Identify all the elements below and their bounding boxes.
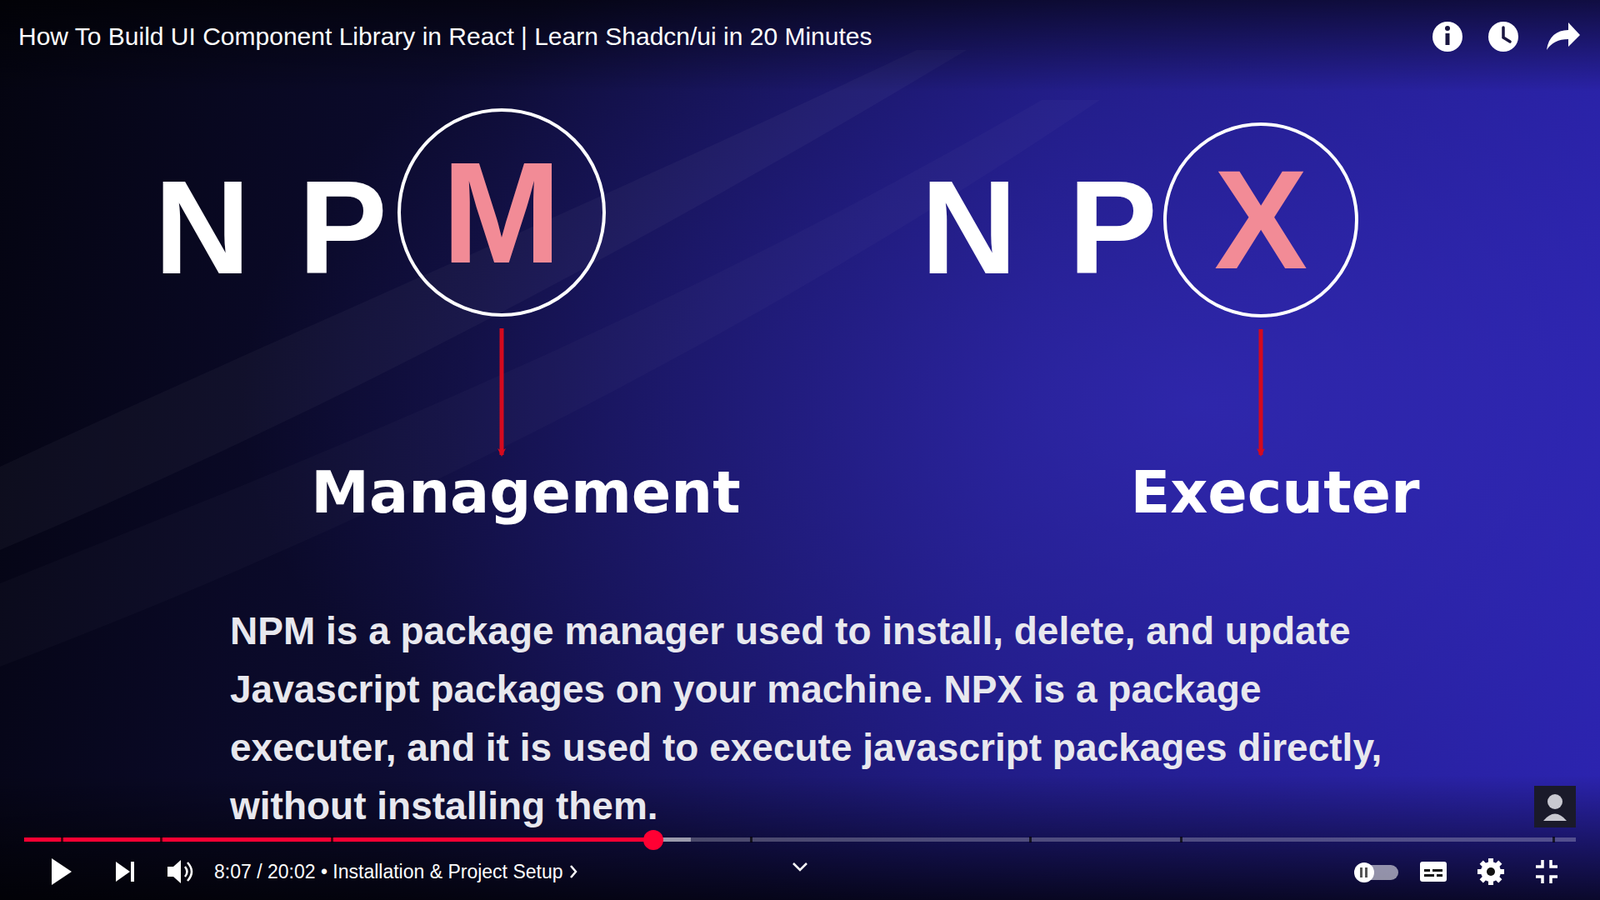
- progress-bar: [24, 830, 1576, 850]
- share-icon: [1546, 22, 1580, 50]
- subtitles-icon: [1420, 861, 1447, 882]
- next-icon: [115, 861, 135, 882]
- chevron-down: [793, 863, 807, 870]
- top-shade: [0, 0, 1600, 92]
- letter-circle: X: [1163, 122, 1359, 318]
- settings-icon: [1477, 858, 1505, 885]
- time-chapter: 8:07 / 20:02 • Installation & Project Se…: [214, 860, 563, 883]
- letter-circle: M: [397, 108, 606, 317]
- chapter-chevron: [570, 865, 576, 878]
- term-text: Executer: [1130, 463, 1420, 522]
- info-icon: [1432, 21, 1463, 52]
- exit-fullscreen-icon: [1535, 860, 1558, 884]
- channel-watermark: [1534, 785, 1576, 828]
- big-letter: N: [154, 160, 251, 295]
- circle-letter: M: [441, 140, 561, 285]
- arrow-connector: [500, 328, 505, 455]
- arrow-connector: [1259, 329, 1264, 455]
- term-text: Management: [310, 463, 740, 522]
- clock-icon: [1488, 21, 1519, 52]
- term-word: Management: [310, 463, 740, 522]
- circle-letter: X: [1214, 150, 1308, 290]
- play-icon: [51, 858, 72, 885]
- big-letter: P: [1068, 160, 1158, 295]
- term-word: Executer: [1130, 463, 1420, 522]
- swoosh: [0, 100, 1100, 667]
- big-letter: N: [920, 160, 1018, 295]
- swoosh: [0, 50, 967, 550]
- video-title: How To Build UI Component Library in Rea…: [18, 21, 872, 52]
- autoplay-toggle: [1354, 862, 1399, 883]
- big-letter: P: [298, 160, 388, 295]
- description-text: NPM is a package manager used to install…: [230, 601, 1397, 835]
- volume-icon: [167, 860, 192, 884]
